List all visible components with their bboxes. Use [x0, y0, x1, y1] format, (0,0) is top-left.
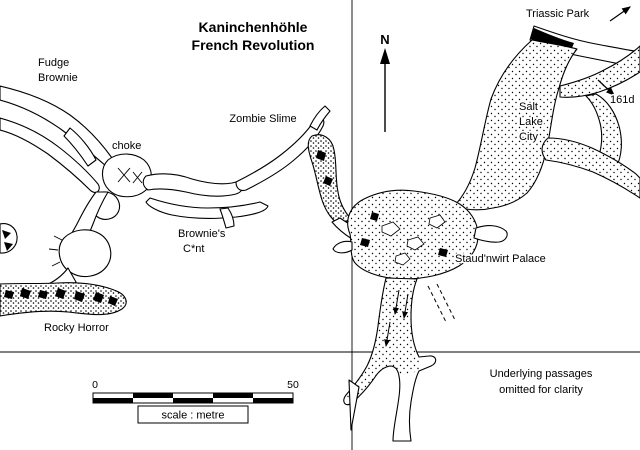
label-rocky-horror: Rocky Horror	[44, 322, 109, 334]
scale-caption: scale : metre	[162, 410, 225, 422]
label-choke: choke	[112, 140, 141, 152]
map-title-line2: French Revolution	[192, 37, 315, 53]
label-zombie-slime: Zombie Slime	[229, 113, 296, 125]
label-station-161d: 161d	[610, 94, 634, 106]
rocky-horror-floor-detail	[0, 282, 127, 316]
label-staudnwirt-palace: Staud'nwirt Palace	[455, 253, 546, 265]
cave-left-system	[0, 85, 351, 317]
label-salt-line3: City	[519, 131, 538, 143]
scale-bar-segments	[93, 393, 293, 403]
chamber-floor-detail	[347, 190, 479, 279]
map-title-line1: Kaninchenhöhle	[199, 19, 308, 35]
scale-end-label: 50	[287, 379, 299, 391]
station-161d-arrow	[597, 79, 615, 96]
right-edge-loop-detail	[586, 94, 622, 168]
cave-right-system	[331, 25, 640, 442]
chamber-choke	[101, 153, 152, 198]
left-edge-pitch-triangles	[2, 230, 13, 251]
chamber-arm-east	[473, 225, 508, 243]
north-label: N	[380, 32, 389, 47]
link-passage-boulder-dark	[316, 150, 333, 186]
choke-cross-marks	[117, 167, 143, 184]
label-salt-line2: Lake	[519, 116, 543, 128]
label-triassic-park: Triassic Park	[526, 8, 590, 20]
descending-floor-detail	[346, 278, 419, 403]
label-fudge-brownie-line1: Fudge	[38, 57, 69, 69]
detached-sliver	[348, 379, 360, 431]
salt-lake-floor-detail	[454, 40, 577, 210]
north-arrow: N	[380, 32, 390, 132]
chamber-boulders	[360, 212, 448, 266]
label-fudge-brownie-line2: Brownie	[38, 72, 78, 84]
label-brownies-line2: C*nt	[183, 243, 204, 255]
slope-dashed-lines	[427, 283, 456, 323]
branch-lower-right-detail	[542, 138, 640, 198]
chamber-arm-west	[332, 240, 353, 254]
label-brownies-line1: Brownie's	[178, 228, 226, 240]
triassic-park-arrow	[609, 6, 631, 22]
flow-direction-arrows	[384, 289, 409, 347]
north-arrowhead	[380, 48, 390, 64]
zombie-slime-fork	[309, 105, 331, 131]
branch-upper-right-detail	[560, 46, 640, 98]
scale-start-label: 0	[92, 379, 98, 391]
pitch-tick-marks	[48, 235, 63, 267]
brownies-loop-spur	[219, 207, 235, 229]
passage-brownies-loop	[145, 197, 269, 219]
scale-caption-box	[137, 405, 249, 424]
label-note-line2: omitted for clarity	[499, 384, 583, 396]
chamber-midwest	[58, 229, 112, 278]
passage-connector-braid	[63, 127, 97, 167]
scale-bar: 0 50 scale : metre	[92, 379, 299, 424]
map-labels: Kaninchenhöhle French Revolution Fudge B…	[38, 8, 636, 396]
label-salt-line1: Salt	[519, 101, 538, 113]
passage-zombie-slime	[235, 117, 325, 192]
passage-east-of-choke	[142, 173, 244, 197]
label-note-line1: Underlying passages	[490, 368, 593, 380]
rocky-horror-boulders	[4, 288, 118, 306]
